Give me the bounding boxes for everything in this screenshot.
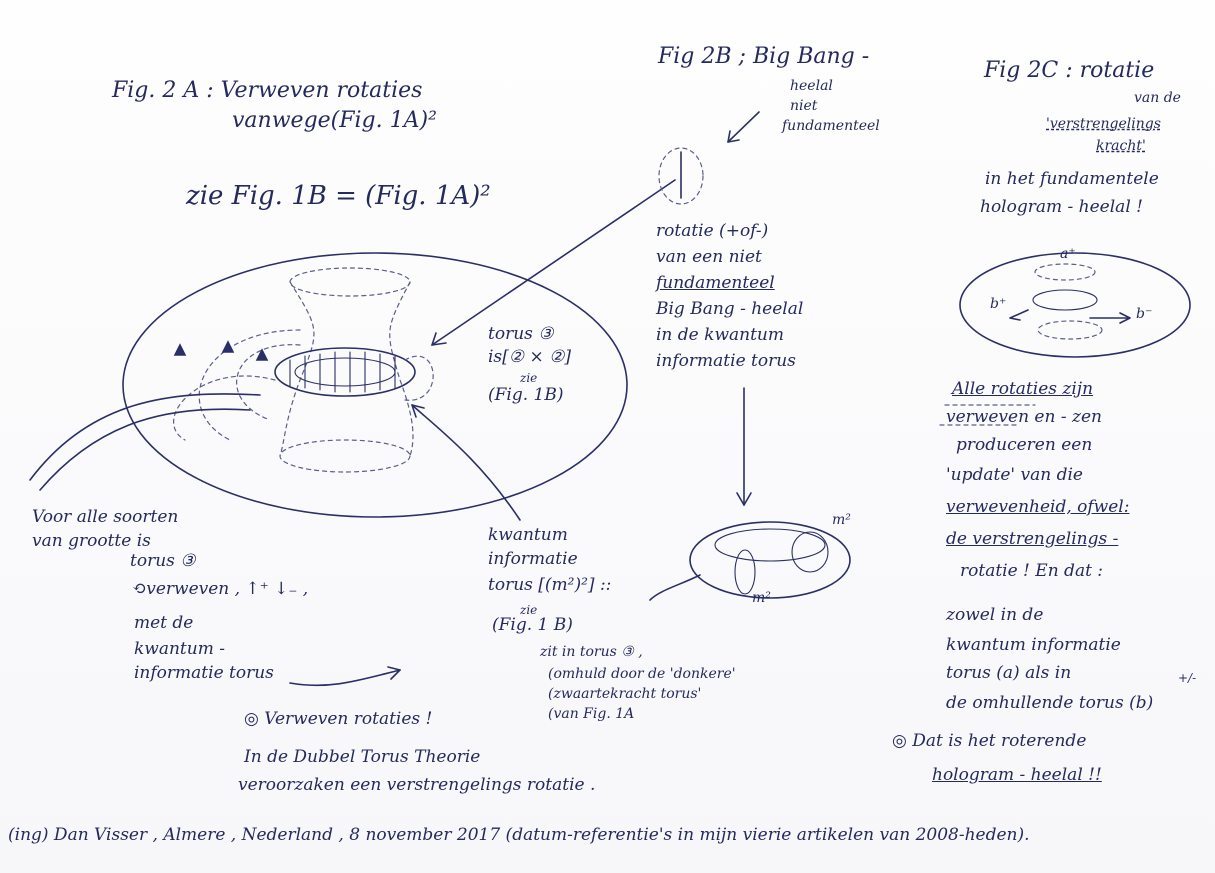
hourglass-top: [289, 267, 411, 297]
right-text-l7: rotatie ! En dat :: [960, 561, 1104, 581]
torus-note-l1: torus ③: [488, 324, 554, 344]
fig2a-formula: zie Fig. 1B = (Fig. 1A)²: [186, 181, 491, 211]
right-text-l4: 'update' van die: [946, 465, 1083, 485]
right-text-l3: produceren een: [956, 435, 1093, 455]
fig2a-subtitle: vanwege(Fig. 1A)²: [232, 108, 437, 133]
hourglass-bottom: [279, 439, 411, 473]
fig2b-m2-top: m²: [832, 512, 851, 528]
right-text-l6: de verstrengelings -: [946, 529, 1119, 549]
right-text-l11: de omhullende torus (b): [946, 693, 1154, 713]
fig2c-l4: kracht': [1096, 138, 1146, 154]
torus-note-l2: is[② × ②]: [488, 347, 571, 367]
center-bottom-l3: veroorzaken een verstrengelings rotatie …: [238, 775, 596, 795]
fig2b-mid1: rotatie (+of-): [656, 221, 769, 241]
left-note-l7: informatie torus: [134, 663, 274, 683]
fig2b-l2: heelal: [790, 78, 833, 94]
right-text-l2: verweven en - zen: [946, 407, 1102, 427]
left-note-l6: kwantum -: [134, 639, 225, 659]
kwantum-torus: [689, 521, 851, 599]
right-text-l5: verwevenheid, ofwel:: [946, 497, 1130, 517]
kwantum-note-l2: informatie: [488, 549, 578, 569]
fig2c-l2: van de: [1134, 90, 1181, 106]
fig2b-mid3: fundamenteel: [656, 273, 775, 293]
fig2b-mid5: in de kwantum: [656, 325, 784, 345]
fig2b-l3: niet: [790, 98, 818, 114]
fig2b-mid2: van een niet: [656, 247, 762, 267]
fig2b-mid4: Big Bang - heelal: [656, 299, 804, 319]
fig2b-m2-bot: m²: [752, 590, 771, 606]
center-bottom-l1: ◎ Verweven rotaties !: [244, 709, 433, 729]
hologram-torus: [959, 252, 1191, 358]
fig2c-a-plus: a⁺: [1060, 246, 1076, 262]
inner-torus: [274, 347, 416, 397]
right-text-concl1: ◎ Dat is het roterende: [892, 731, 1087, 751]
kwantum-note-l5: (Fig. 1 B): [492, 615, 573, 635]
fig2b-mid6: informatie torus: [656, 351, 796, 371]
left-note-l4: ⟲verweven , ↑⁺ ↓₋ ,: [132, 579, 309, 599]
fig2c-l5: in het fundamentele: [985, 169, 1159, 189]
fig2c-title: Fig 2C : rotatie: [984, 58, 1155, 83]
kwantum-note-l9: (van Fig. 1A: [548, 706, 635, 722]
left-note-l1: Voor alle soorten: [32, 507, 179, 527]
fig2c-l3: 'verstrengelings: [1046, 116, 1161, 132]
right-text-l10: torus (a) als in: [946, 663, 1072, 683]
fig2c-l6: hologram - heelal !: [980, 197, 1143, 217]
kwantum-note-l3: torus [(m²)²] ::: [488, 575, 612, 595]
kwantum-note-l7: (omhuld door de 'donkere': [548, 666, 736, 682]
kwantum-note-l1: kwantum: [488, 525, 568, 545]
fig2a-title: Fig. 2 A : Verweven rotaties: [112, 78, 423, 103]
big-bang-ball: [658, 147, 704, 205]
center-bottom-l2: In de Dubbel Torus Theorie: [244, 747, 481, 767]
torus-note-l3: zie: [520, 371, 538, 385]
kwantum-note-l8: (zwaartekracht torus': [548, 686, 702, 702]
footer-credit: (ing) Dan Visser , Almere , Nederland , …: [8, 825, 1030, 845]
fig2b-l4: fundamenteel: [782, 118, 880, 134]
torus-note-l4: (Fig. 1B): [488, 385, 564, 405]
fig2c-b-plus: b⁺: [990, 296, 1007, 312]
right-text-concl2: hologram - heelal !!: [932, 765, 1102, 785]
right-text-l9: kwantum informatie: [946, 635, 1121, 655]
right-text-pm: +/-: [1178, 671, 1197, 685]
outer-torus-ellipse: [122, 252, 628, 518]
right-text-l1: Alle rotaties zijn: [952, 379, 1094, 399]
kwantum-note-l4: zie: [520, 603, 538, 617]
left-note-l5: met de: [134, 613, 194, 633]
right-text-l8: zowel in de: [946, 605, 1044, 625]
fig2c-b-minus: b⁻: [1136, 306, 1153, 322]
left-note-l2: van grootte is: [32, 531, 151, 551]
fig2b-title: Fig 2B ; Big Bang -: [658, 44, 870, 69]
left-note-l3: torus ③: [130, 551, 196, 571]
kwantum-note-l6: zit in torus ③ ,: [540, 644, 643, 660]
